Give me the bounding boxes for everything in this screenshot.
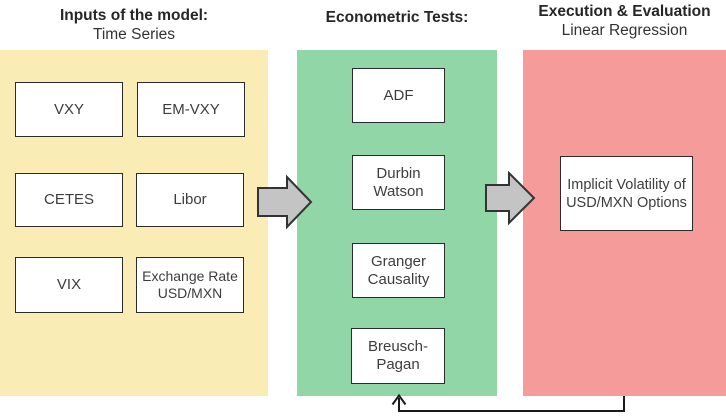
column-header-tests: Econometric Tests:: [297, 8, 497, 27]
node-exchange-rate: Exchange Rate USD/MXN: [136, 257, 244, 313]
node-breusch-pagan: Breusch-Pagan: [351, 328, 445, 384]
node-em-vxy: EM-VXY: [137, 82, 245, 137]
node-cetes: CETES: [15, 173, 123, 227]
column-title: Econometric Tests:: [325, 9, 469, 26]
node-vix: VIX: [15, 257, 123, 313]
feedback-arrow-icon: [391, 393, 625, 412]
column-title: Execution & Evaluation: [538, 3, 711, 20]
column-subtitle: Time Series: [92, 26, 176, 43]
column-header-execution: Execution & Evaluation Linear Regression: [523, 2, 726, 40]
column-subtitle: Linear Regression: [561, 22, 688, 39]
node-libor: Libor: [136, 173, 244, 227]
column-title: Inputs of the model:: [59, 7, 209, 24]
node-durbin-watson: Durbin Watson: [352, 155, 445, 210]
node-adf: ADF: [352, 68, 445, 123]
node-granger-causality: Granger Causality: [352, 243, 445, 298]
column-header-inputs: Inputs of the model: Time Series: [0, 6, 268, 44]
node-vxy: VXY: [15, 82, 123, 137]
node-implicit-volatility: Implicit Volatility of USD/MXN Options: [560, 156, 693, 231]
